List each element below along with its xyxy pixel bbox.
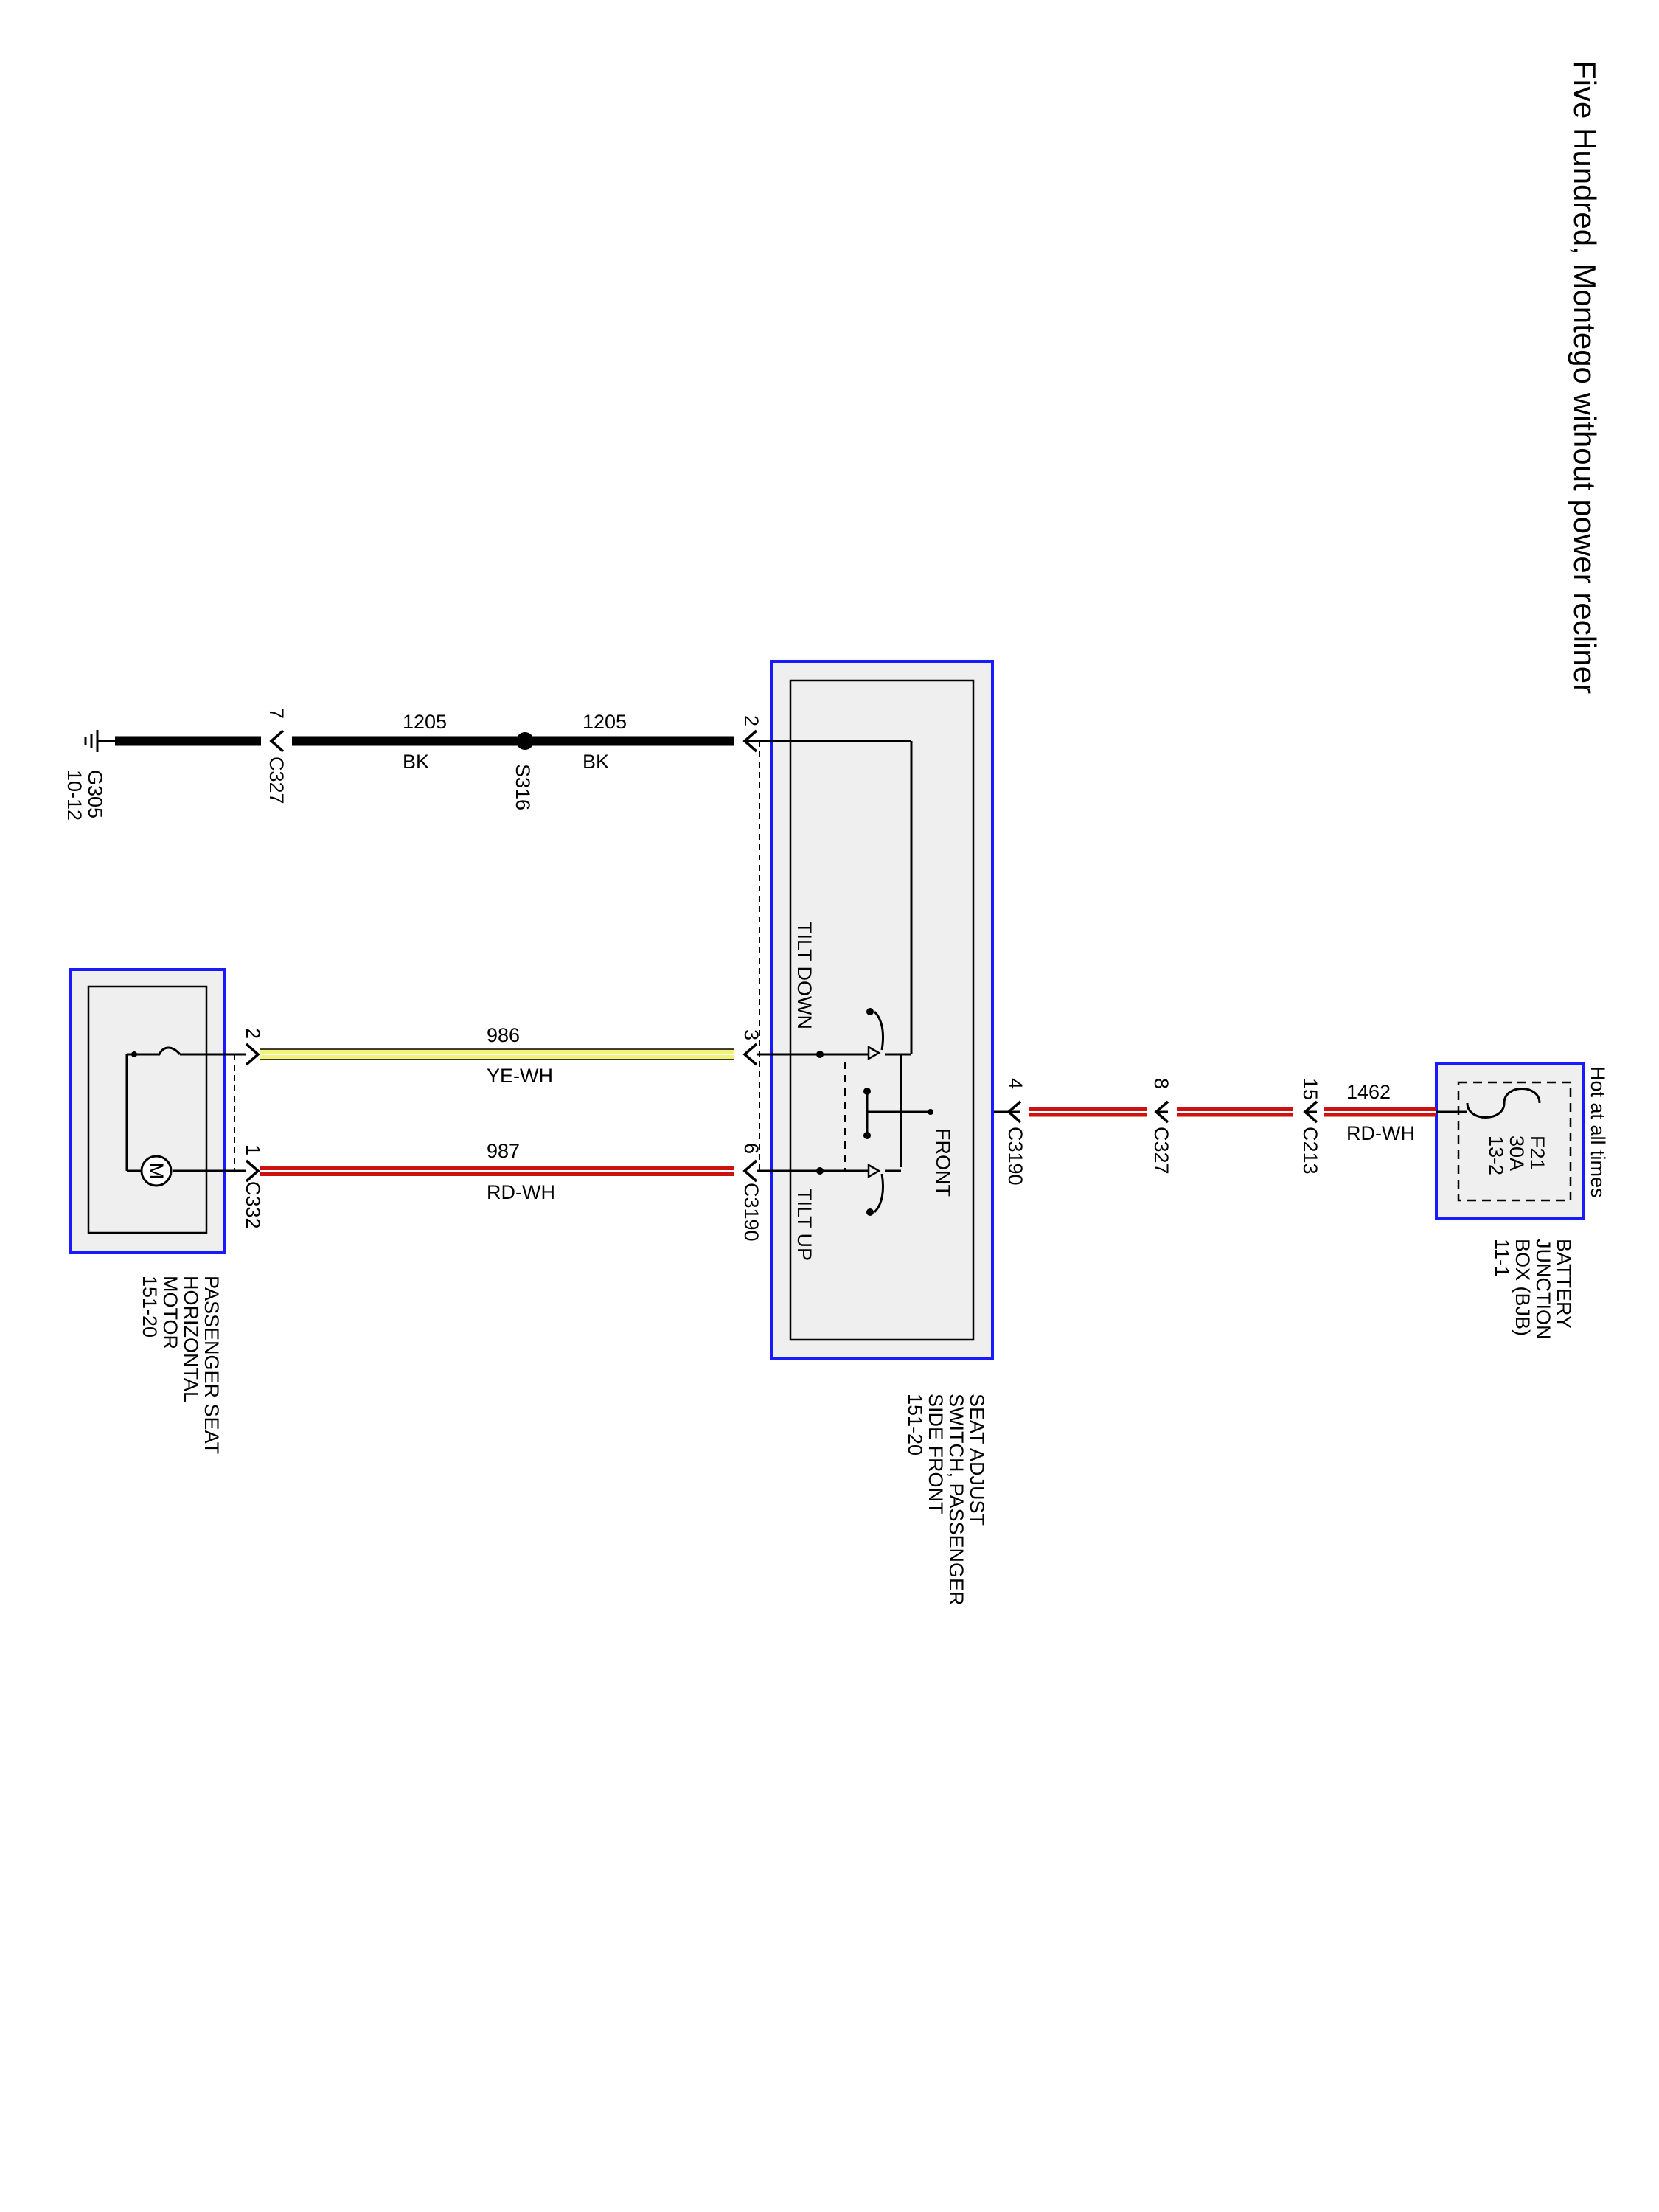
switch-mid-dot-1 — [863, 1088, 871, 1095]
fuse-icon — [1466, 1088, 1541, 1119]
c213-pin: 15 — [1299, 1078, 1321, 1100]
wire-986-color: YE-WH — [487, 1065, 553, 1087]
wire-1205-b-color: BK — [403, 751, 429, 773]
passenger-seat-motor: 2 1 C332 M PASSENGER SEAT HORIZONTAL MOT… — [69, 968, 264, 1454]
switch-name-line1: SEAT ADJUST — [966, 1394, 988, 1526]
c327-power-pin: 8 — [1150, 1078, 1172, 1089]
motor-conn: C332 — [242, 1181, 264, 1229]
wire-1205-b-circuit: 1205 — [403, 711, 447, 733]
g305-name: G305 — [84, 770, 106, 818]
wire-1462-color: RD-WH — [1346, 1122, 1415, 1144]
switch-pin3-connector-icon — [742, 1043, 758, 1066]
bjb-name-line1: BATTERY — [1553, 1239, 1575, 1329]
c213-name: C213 — [1299, 1127, 1321, 1175]
power-feed-wire: 1462 RD-WH 15 C213 8 C327 4 C3190 — [931, 1078, 1467, 1186]
wire-987-color: RD-WH — [487, 1181, 555, 1203]
switch-pin2-connector-icon — [742, 729, 758, 753]
switch-pin6-connector-icon — [742, 1159, 758, 1183]
power-junction-dot — [928, 1109, 933, 1115]
bjb-name-line4: 11-1 — [1491, 1239, 1513, 1277]
switch-inner — [789, 679, 975, 1341]
motor-name-line3: MOTOR — [159, 1276, 181, 1349]
motor-pin-986: 2 — [242, 1028, 264, 1039]
g305-page: 10-12 — [63, 770, 86, 821]
tilt-down-arrow-icon — [867, 1045, 881, 1061]
motor-thermal-breaker-icon — [134, 1046, 181, 1056]
switch-name-line2: SWITCH, PASSENGER — [945, 1394, 967, 1606]
wire-1205-a-circuit: 1205 — [582, 711, 627, 733]
switch-mid-dot-2 — [863, 1132, 871, 1139]
switch-pin-ground: 2 — [740, 715, 762, 726]
battery-junction-box: Hot at all times F21 30A 13-2 BATTERY JU… — [1435, 1062, 1609, 1340]
wire-986-circuit: 986 — [487, 1024, 520, 1046]
motor-wires: 986 YE-WH 987 RD-WH — [260, 1024, 734, 1203]
fuse-id: F21 — [1526, 1135, 1548, 1170]
seat-adjust-switch: FRONT TILT DOWN TILT UP SEAT ADJUST SWIT… — [740, 660, 994, 1606]
c327-ground-name: C327 — [265, 757, 288, 804]
switch-conn-987: C3190 — [740, 1183, 762, 1242]
wire-1462-circuit: 1462 — [1346, 1081, 1391, 1103]
c327-power-name: C327 — [1150, 1127, 1172, 1175]
front-label: FRONT — [932, 1128, 954, 1197]
bjb-name-line3: BOX (BJB) — [1512, 1239, 1534, 1336]
switch-pin-986: 3 — [740, 1029, 762, 1040]
c327-power-connector-icon — [1154, 1100, 1169, 1124]
fuse-rating: 30A — [1506, 1135, 1528, 1171]
switch-pin-987: 6 — [740, 1143, 762, 1154]
switch-name-line3: SIDE FRONT — [925, 1394, 947, 1514]
c3190-power-name: C3190 — [1004, 1127, 1026, 1186]
diagram-title: Five Hundred, Montego without power recl… — [1568, 60, 1602, 694]
motor-name-line4: 151-20 — [139, 1276, 161, 1338]
motor-icon — [140, 1155, 173, 1187]
fuse-page-ref: 13-2 — [1485, 1135, 1507, 1175]
c3190-power-pin: 4 — [1004, 1078, 1026, 1089]
motor-inner — [87, 985, 208, 1234]
ground-circuit: 1205 BK S316 1205 BK 7 C327 G305 10-12 — [63, 708, 734, 821]
tilt-down-pivot — [866, 1008, 874, 1015]
wire-1205-a-color: BK — [582, 751, 609, 773]
bjb-name-line2: JUNCTION — [1532, 1239, 1554, 1340]
motor-symbol: M — [145, 1163, 167, 1180]
bjb-outline — [1435, 1062, 1585, 1220]
tilt-down-contact-icon — [873, 1010, 885, 1051]
bjb-inner-dashed — [1457, 1081, 1572, 1202]
motor-name-line1: PASSENGER SEAT — [201, 1276, 223, 1454]
switch-name-line4: 151-20 — [904, 1394, 926, 1455]
wire-987-circuit: 987 — [487, 1140, 520, 1162]
tilt-up-contact-icon — [873, 1173, 885, 1214]
tilt-down-label: TILT DOWN — [793, 922, 815, 1029]
hot-at-all-times-label: Hot at all times — [1587, 1066, 1609, 1198]
c327-ground-connector-icon — [269, 729, 285, 753]
c327-ground-pin: 7 — [265, 708, 288, 719]
c213-connector-icon — [1303, 1100, 1318, 1124]
s316-name: S316 — [512, 764, 534, 810]
ground-icon — [84, 730, 99, 752]
tilt-up-pivot — [866, 1208, 874, 1216]
motor-pin2-connector-icon — [245, 1043, 260, 1066]
tilt-up-label: TILT UP — [793, 1189, 815, 1261]
motor-pin1-connector-icon — [245, 1159, 260, 1183]
motor-pin-987: 1 — [242, 1144, 264, 1155]
motor-name-line2: HORIZONTAL — [180, 1276, 202, 1402]
